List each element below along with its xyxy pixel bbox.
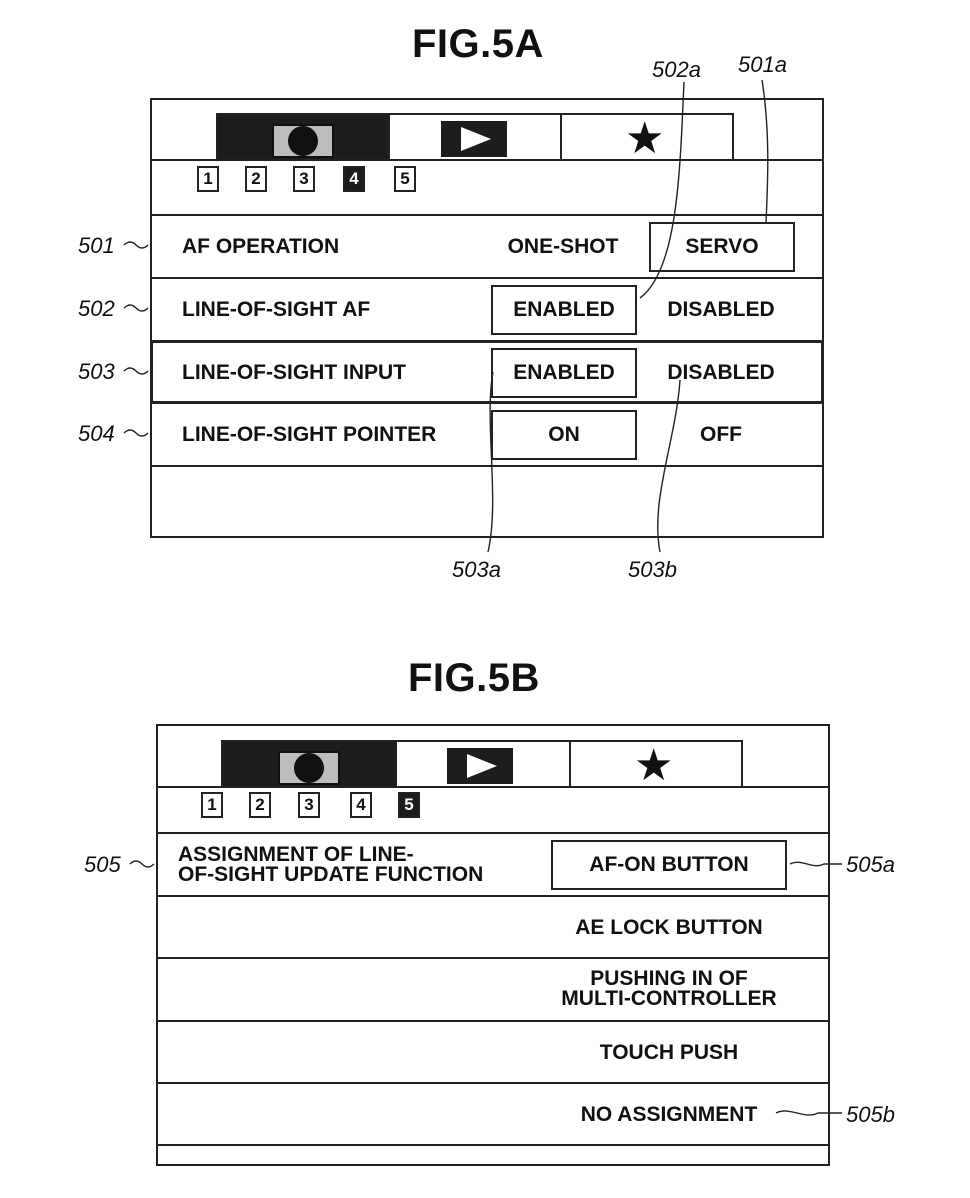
- selection-frame-enabled: [491, 285, 637, 335]
- cursor-frame-line-of-sight-input: [150, 340, 824, 404]
- row-label-line-of-sight-pointer: LINE-OF-SIGHT POINTER: [182, 423, 437, 446]
- row-separator: [156, 832, 830, 834]
- selection-frame-servo: [649, 222, 795, 272]
- leader-503b: [657, 379, 681, 553]
- leader-504: [123, 429, 149, 437]
- option-off[interactable]: OFF: [700, 423, 742, 446]
- row-separator: [156, 957, 830, 959]
- row-separator: [150, 465, 824, 467]
- tab-divider: [150, 159, 824, 161]
- row-label-assignment-line1: ASSIGNMENT OF LINE-: [178, 843, 414, 866]
- option-pushing-in-line2[interactable]: MULTI-CONTROLLER: [561, 987, 777, 1010]
- option-enabled[interactable]: ENABLED: [513, 298, 615, 321]
- page-number-5-selected[interactable]: 5: [398, 792, 420, 818]
- selection-frame-enabled: [491, 348, 637, 398]
- row-label-line-of-sight-af: LINE-OF-SIGHT AF: [182, 298, 371, 321]
- play-triangle-icon: [461, 127, 491, 151]
- option-disabled[interactable]: DISABLED: [667, 361, 775, 384]
- camera-lens-icon: [294, 753, 324, 783]
- page-number-2[interactable]: 2: [245, 166, 267, 192]
- leader-502a: [639, 81, 685, 299]
- leader-505a: [789, 861, 842, 867]
- star-icon: ★: [634, 741, 674, 790]
- camera-lens-icon: [288, 126, 318, 156]
- page-number-4[interactable]: 4: [350, 792, 372, 818]
- tab-divider: [156, 786, 830, 788]
- row-separator: [156, 1144, 830, 1146]
- row-label-af-operation: AF OPERATION: [182, 235, 340, 258]
- leader-503: [123, 367, 149, 375]
- ref-numeral-502a: 502a: [652, 57, 701, 82]
- leader-505b: [775, 1110, 842, 1116]
- row-label-assignment-line2: OF-SIGHT UPDATE FUNCTION: [178, 863, 484, 886]
- row-separator: [156, 1020, 830, 1022]
- fig5b-title: FIG.5B: [408, 656, 540, 700]
- leader-501: [123, 241, 149, 249]
- option-no-assignment[interactable]: NO ASSIGNMENT: [580, 1103, 758, 1126]
- page-number-2[interactable]: 2: [249, 792, 271, 818]
- row-separator: [156, 895, 830, 897]
- option-ae-lock-button[interactable]: AE LOCK BUTTON: [575, 916, 763, 939]
- ref-numeral-504: 504: [78, 421, 115, 446]
- option-on[interactable]: ON: [548, 423, 580, 446]
- play-triangle-icon: [467, 754, 497, 778]
- option-pushing-in-line1[interactable]: PUSHING IN OF: [590, 967, 748, 990]
- row-label-line-of-sight-input: LINE-OF-SIGHT INPUT: [182, 361, 406, 384]
- option-af-on-button[interactable]: AF-ON BUTTON: [589, 853, 749, 876]
- option-touch-push[interactable]: TOUCH PUSH: [599, 1041, 739, 1064]
- page-number-4-selected[interactable]: 4: [343, 166, 365, 192]
- leader-503a: [487, 371, 494, 553]
- page-number-5[interactable]: 5: [394, 166, 416, 192]
- option-one-shot[interactable]: ONE-SHOT: [507, 235, 619, 258]
- ref-numeral-505b: 505b: [846, 1102, 895, 1127]
- page-number-1[interactable]: 1: [201, 792, 223, 818]
- option-enabled[interactable]: ENABLED: [513, 361, 615, 384]
- star-icon: ★: [625, 114, 665, 163]
- leader-501a: [761, 79, 769, 223]
- row-separator: [150, 214, 824, 216]
- selection-frame-on: [491, 410, 637, 460]
- ref-numeral-505a: 505a: [846, 852, 895, 877]
- ref-numeral-503b: 503b: [628, 557, 677, 582]
- option-servo[interactable]: SERVO: [685, 235, 759, 258]
- page-number-3[interactable]: 3: [298, 792, 320, 818]
- row-separator: [156, 1082, 830, 1084]
- ref-numeral-501: 501: [78, 233, 115, 258]
- leader-505: [129, 860, 155, 868]
- ref-numeral-503a: 503a: [452, 557, 501, 582]
- page-number-3[interactable]: 3: [293, 166, 315, 192]
- ref-numeral-501a: 501a: [738, 52, 787, 77]
- selection-frame-af-on-button: [551, 840, 787, 890]
- row-separator: [150, 277, 824, 279]
- leader-502: [123, 304, 149, 312]
- ref-numeral-505: 505: [84, 852, 121, 877]
- ref-numeral-503: 503: [78, 359, 115, 384]
- ref-numeral-502: 502: [78, 296, 115, 321]
- page-number-1[interactable]: 1: [197, 166, 219, 192]
- option-disabled[interactable]: DISABLED: [667, 298, 775, 321]
- fig5a-title: FIG.5A: [412, 22, 544, 66]
